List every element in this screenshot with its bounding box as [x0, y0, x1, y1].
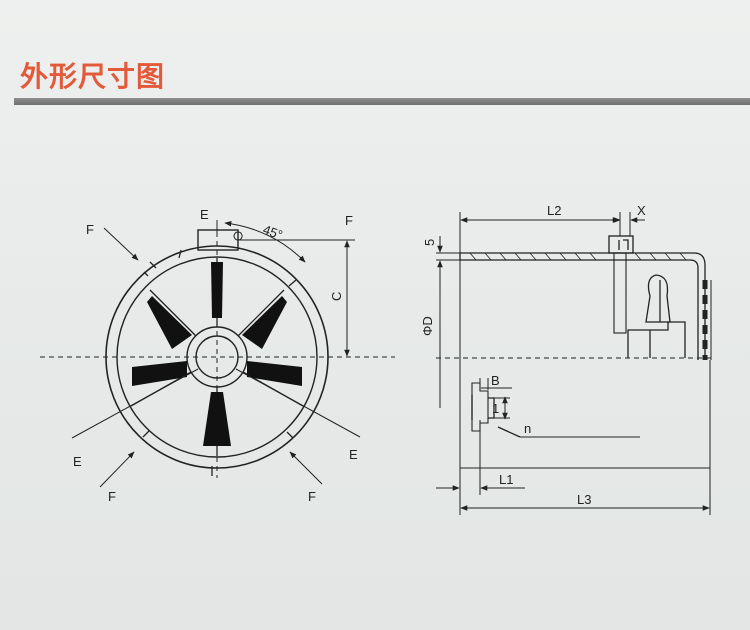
label-L3: L3 [577, 492, 591, 507]
angle-arc [224, 220, 306, 263]
strut [237, 289, 285, 337]
arrow-F-bottom-left [99, 451, 135, 488]
front-labels: E F F 45° C E E F F [73, 207, 358, 504]
label-5: 5 [422, 239, 437, 246]
label-F-bottom-right: F [308, 489, 316, 504]
blade [211, 262, 223, 318]
blade [132, 361, 187, 386]
leader-E-bottom-right [235, 368, 361, 438]
arrow-F-bottom-right [289, 451, 323, 485]
motor-body [627, 321, 686, 358]
label-angle: 45° [261, 222, 285, 243]
label-X: X [637, 203, 646, 218]
fan-blades [132, 262, 302, 446]
leader-E-bottom-left [71, 368, 199, 439]
label-B: B [491, 373, 500, 388]
label-E-top: E [200, 207, 209, 222]
flange-upper-left [143, 261, 157, 277]
label-C: C [329, 292, 344, 301]
label-E-bottom-left: E [73, 454, 82, 469]
label-L2: L2 [547, 203, 561, 218]
hub-inner-ring [195, 335, 239, 379]
title-divider [14, 98, 750, 105]
side-labels: L2 X 5 ΦD B 1 n L1 L3 [420, 203, 646, 507]
label-1: 1 [492, 401, 499, 416]
impeller-hub [645, 274, 671, 323]
label-F-top-right: F [345, 213, 353, 228]
strut [149, 289, 197, 337]
side-terminal-box [608, 235, 634, 254]
side-view [436, 212, 715, 515]
label-L1: L1 [499, 472, 513, 487]
label-n: n [524, 421, 531, 436]
duct-wall [460, 252, 706, 360]
label-E-bottom-right: E [349, 447, 358, 462]
rim-marks [142, 249, 297, 476]
leader-n [497, 426, 521, 438]
blade [203, 392, 231, 446]
page-title: 外形尺寸图 [20, 61, 166, 92]
label-F-top-left: F [86, 222, 94, 237]
label-F-bottom-left: F [108, 489, 116, 504]
label-phiD: ΦD [420, 316, 435, 336]
blade [247, 361, 302, 386]
housing-inner-circle [116, 256, 318, 458]
arrow-F-top-left [103, 227, 139, 261]
housing-outer-circle [105, 245, 329, 469]
blade [242, 296, 287, 349]
blade [147, 296, 192, 349]
